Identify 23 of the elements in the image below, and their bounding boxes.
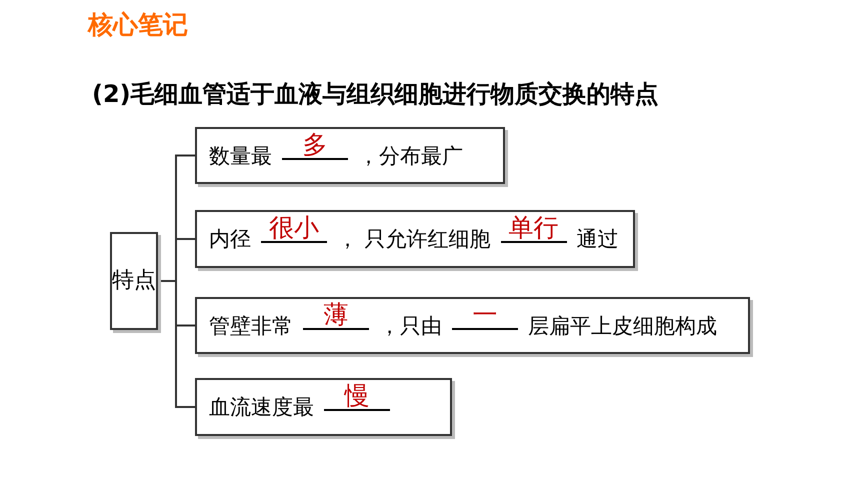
- category-box: [110, 232, 158, 330]
- box-text: 层扁平上皮细胞构成: [528, 312, 717, 340]
- feature-box: [195, 210, 635, 268]
- box-text: 内径: [209, 226, 251, 253]
- box-text: 管壁非常: [209, 312, 293, 340]
- feature-box: [195, 297, 750, 354]
- answer-blank: 一: [452, 302, 518, 330]
- answer-blank: 薄: [303, 302, 369, 330]
- answer-blank: 单行: [500, 215, 567, 243]
- box-text: ，只由: [379, 312, 442, 340]
- box-text: 血流速度最: [209, 394, 314, 421]
- title: (2)毛细血管适于血液与组织细胞进行物质交换的特点: [92, 79, 659, 110]
- box-text: 通过: [576, 226, 619, 253]
- answer-blank: 慢: [324, 383, 390, 411]
- box-text: 特点: [112, 267, 156, 295]
- answer-blank: 多: [282, 132, 348, 160]
- feature-box: [195, 378, 452, 436]
- box-text: ，分布最广: [358, 142, 463, 170]
- section-heading: 核心笔记: [88, 9, 188, 41]
- box-text: 数量最: [209, 142, 272, 170]
- answer-blank: 很小: [261, 215, 327, 243]
- box-text: ， 只允许红细胞: [337, 226, 491, 253]
- feature-box: [195, 127, 505, 184]
